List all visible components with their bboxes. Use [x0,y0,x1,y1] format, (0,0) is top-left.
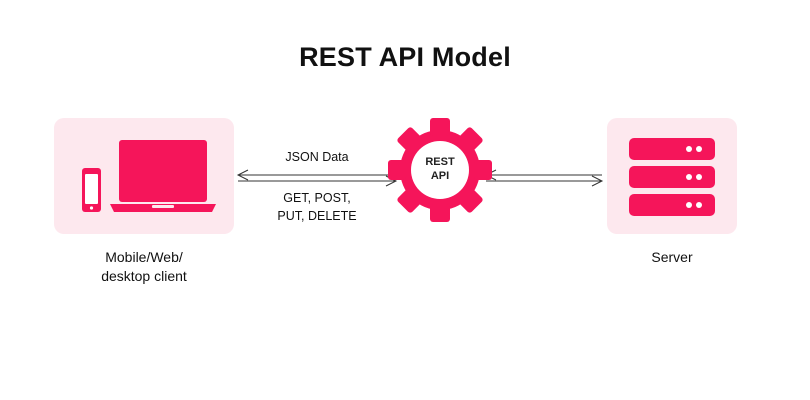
methods-line2: PUT, DELETE [277,209,357,223]
diagram-title: REST API Model [299,42,511,72]
methods-label: GET, POST, PUT, DELETE [262,189,372,225]
server-caption: Server [651,249,693,265]
laptop-and-phone-icon [82,140,216,212]
client-caption: Mobile/Web/ desktop client [54,248,234,286]
server-card [607,118,737,234]
client-caption-line2: desktop client [101,268,187,284]
client-card [54,118,234,234]
methods-line1: GET, POST, [283,191,351,205]
server-stack-icon [629,138,715,216]
api-label-line2: API [430,170,450,182]
api-label-line1: REST [425,156,455,168]
api-label: REST API [408,155,472,183]
gear-icon [388,118,492,222]
request-label: JSON Data [285,150,349,164]
client-caption-line1: Mobile/Web/ [105,249,183,265]
